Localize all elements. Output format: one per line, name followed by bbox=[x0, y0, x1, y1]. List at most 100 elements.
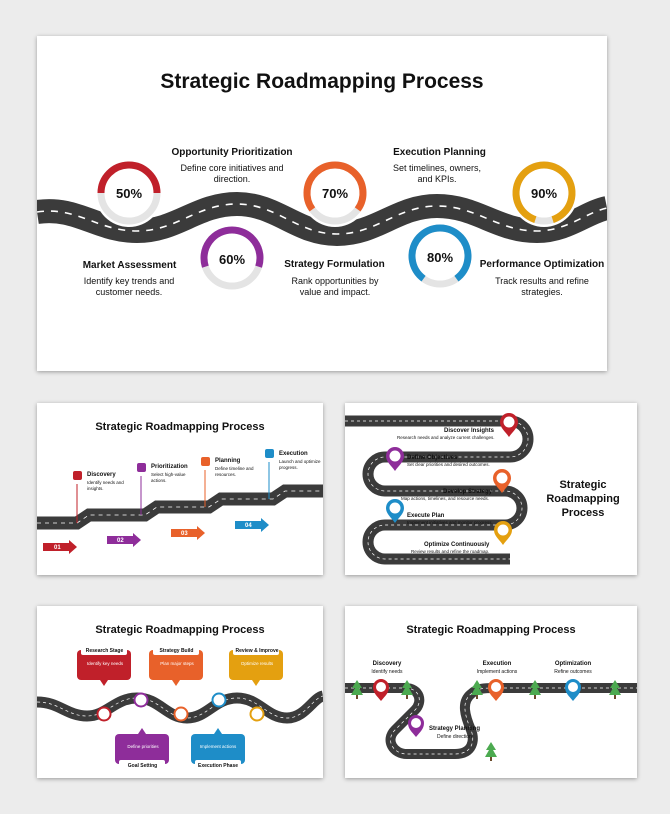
step-ring bbox=[211, 692, 227, 708]
tree-trunk bbox=[406, 695, 408, 699]
s4-top-desc-strategy: Plan major steps bbox=[160, 661, 194, 666]
main-gauge-label-2: 60% bbox=[218, 252, 246, 267]
road-serpentine bbox=[345, 413, 534, 565]
s2-step-title-prioritization: Prioritization bbox=[151, 464, 188, 470]
thumbnail-slide-trees[interactable]: Strategic Roadmapping Process Discovery … bbox=[345, 606, 637, 778]
s4-bottom-desc-execution: Implement actions bbox=[199, 744, 237, 749]
step-desc-performance-optimization: Track results and refine strategies. bbox=[495, 276, 589, 298]
s2-step-title-discovery: Discovery bbox=[87, 472, 116, 478]
s4-top-title-research: Research Stage bbox=[85, 648, 124, 654]
s2-step-title-planning: Planning bbox=[215, 458, 241, 464]
step-title-performance-optimization: Performance Optimization bbox=[479, 259, 605, 270]
s4-top-desc-research: Identify key needs bbox=[86, 661, 124, 666]
main-gauge-label-4: 80% bbox=[426, 250, 454, 265]
s5-step-title-strategy-planning: Strategy Planning bbox=[429, 726, 481, 732]
tree-trunk bbox=[476, 695, 478, 699]
step-arrow bbox=[235, 518, 269, 532]
map-pin-center bbox=[491, 682, 501, 692]
main-slide[interactable]: Strategic Roadmapping Process 50% 60% 70… bbox=[37, 36, 607, 371]
callout-pointer bbox=[138, 728, 146, 734]
step-arrow bbox=[43, 540, 77, 554]
map-pin-center bbox=[497, 524, 509, 536]
thumbnail-slide-staircase[interactable]: Strategic Roadmapping Process Discovery … bbox=[37, 403, 323, 575]
thumbnail-slide-serpentine[interactable]: Strategic Roadmapping Process Discover I… bbox=[345, 403, 637, 575]
step-title-opportunity-prioritization: Opportunity Prioritization bbox=[171, 147, 293, 158]
s2-step-desc-execution: Launch and optimize progress. bbox=[279, 459, 321, 470]
s5-step-desc-execution: Implement actions bbox=[476, 669, 518, 675]
gauge-progress-arc bbox=[200, 226, 264, 268]
gauge-backdrop bbox=[198, 224, 266, 292]
gauge-backdrop bbox=[406, 222, 474, 290]
callout-box bbox=[229, 650, 283, 680]
tree-icon bbox=[471, 680, 483, 695]
s4-top-title-strategy: Strategy Build bbox=[159, 648, 194, 654]
step-ring bbox=[249, 706, 265, 722]
s3-step-title-define: Define Objectives bbox=[407, 455, 458, 461]
road-illustration bbox=[37, 159, 607, 292]
s3-step-desc-discover: Research needs and analyze current chall… bbox=[397, 435, 495, 440]
gauge-backdrop bbox=[95, 159, 163, 227]
callout-pointer bbox=[214, 728, 222, 734]
s5-title: Strategic Roadmapping Process bbox=[406, 624, 576, 636]
tree-trunk bbox=[534, 695, 536, 699]
step-icon bbox=[265, 449, 274, 458]
map-pin-center bbox=[389, 502, 401, 514]
step-ring bbox=[133, 692, 149, 708]
gauge-progress-arc bbox=[512, 161, 576, 223]
tree-trunk bbox=[356, 695, 358, 699]
step-desc-opportunity-prioritization: Define core initiatives and direction. bbox=[180, 163, 284, 185]
s2-arrow-label-03: 03 bbox=[181, 531, 188, 537]
s3-step-desc-execute: Implement initiatives and monitor progre… bbox=[407, 520, 493, 525]
main-title: Strategic Roadmapping Process bbox=[160, 70, 484, 93]
s4-bottom-desc-goal: Define priorities bbox=[127, 744, 159, 749]
s4-bottom-title-execution: Execution Phase bbox=[197, 763, 238, 769]
main-gauge-label-1: 50% bbox=[115, 186, 143, 201]
callout-title-tab bbox=[195, 760, 241, 769]
gauge-progress-arc bbox=[97, 161, 161, 194]
tree-icon bbox=[351, 680, 363, 695]
s4-title: Strategic Roadmapping Process bbox=[95, 624, 265, 636]
main-gauge-label-3: 70% bbox=[321, 186, 349, 201]
s3-step-desc-define: Set clear priorities and desired outcome… bbox=[407, 462, 490, 467]
s5-step-desc-optimization: Refine outcomes bbox=[554, 669, 592, 675]
step-arrow bbox=[171, 526, 205, 540]
map-pin-center bbox=[503, 416, 515, 428]
main-gauge-label-5: 90% bbox=[530, 186, 558, 201]
road-staircase bbox=[37, 449, 323, 554]
tree-icon bbox=[609, 680, 621, 695]
s5-step-title-optimization: Optimization bbox=[554, 661, 592, 667]
callout-box bbox=[77, 650, 131, 680]
callout-title-tab bbox=[81, 646, 127, 655]
s2-arrow-label-04: 04 bbox=[245, 523, 252, 529]
s5-step-title-discovery: Discovery bbox=[372, 661, 402, 667]
callout-box bbox=[191, 734, 245, 764]
gauge-backdrop bbox=[510, 159, 578, 227]
step-ring bbox=[96, 706, 112, 722]
s2-title: Strategic Roadmapping Process bbox=[95, 421, 265, 433]
callout-title-tab bbox=[153, 646, 199, 655]
s2-arrow-label-01: 01 bbox=[54, 545, 61, 551]
step-title-execution-planning: Execution Planning bbox=[393, 147, 486, 158]
road-trees bbox=[345, 679, 637, 761]
step-icon bbox=[73, 471, 82, 480]
tree-icon bbox=[401, 680, 413, 695]
map-pin-center bbox=[568, 682, 578, 692]
s3-step-desc-develop: Map actions, timelines, and resource nee… bbox=[401, 496, 490, 501]
callout-box bbox=[115, 734, 169, 764]
map-pin-center bbox=[496, 472, 508, 484]
step-title-market-assessment: Market Assessment bbox=[82, 260, 177, 271]
gauge-progress-arc bbox=[408, 224, 472, 282]
s4-top-title-review: Review & Improve bbox=[235, 648, 279, 654]
tree-icon bbox=[485, 742, 497, 757]
s5-step-desc-strategy-planning: Define direction bbox=[437, 734, 472, 740]
callout-title-tab bbox=[233, 646, 279, 655]
s2-step-desc-discovery: Identify needs and insights. bbox=[87, 480, 124, 491]
thumbnail-slide-wave[interactable]: Strategic Roadmapping Process Research S… bbox=[37, 606, 323, 778]
step-desc-strategy-formulation: Rank opportunities by value and impact. bbox=[291, 276, 379, 298]
map-pin-center bbox=[376, 682, 386, 692]
callout-pointer bbox=[172, 680, 180, 686]
s5-step-title-execution: Execution bbox=[482, 661, 512, 667]
step-desc-execution-planning: Set timelines, owners, and KPIs. bbox=[392, 163, 482, 185]
callout-title-tab bbox=[119, 760, 165, 769]
s2-step-desc-prioritization: Select high-value actions. bbox=[151, 472, 186, 483]
